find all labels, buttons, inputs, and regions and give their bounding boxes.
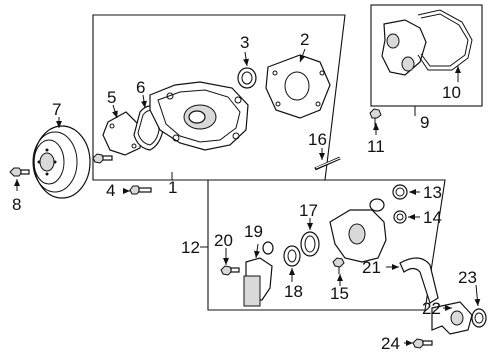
seal-23 [471,308,487,328]
callout-19: 19 [244,222,263,241]
seal-18 [283,245,301,267]
callout-6: 6 [136,78,145,97]
sensor-19 [243,241,274,307]
callout-numbers: 1 2 3 4 5 6 7 8 9 10 11 12 13 14 15 16 1… [12,30,477,353]
pulley-bolt [9,167,30,177]
callout-11: 11 [367,137,385,156]
callout-15: 15 [330,284,349,303]
bolt-plate [92,153,113,164]
cover-gasket [265,54,331,119]
callout-9: 9 [420,113,429,132]
callout-16: 16 [308,130,327,149]
callout-23: 23 [458,268,477,287]
housing-assembly-box [370,4,483,107]
pulley [32,125,91,199]
thermostat-housing [381,9,473,76]
callout-12: 12 [181,238,200,257]
callout-17: 17 [299,201,318,220]
water-outlet [431,301,473,335]
callout-14: 14 [423,208,442,227]
callout-20: 20 [214,231,233,250]
callout-8: 8 [12,195,21,214]
callout-22: 22 [422,299,441,318]
leader-lines [14,48,481,346]
callout-10: 10 [442,83,461,102]
callout-18: 18 [284,282,303,301]
callout-2: 2 [300,30,309,49]
ring-14 [393,210,407,224]
bolt-24 [412,338,433,349]
bolt-15 [332,257,345,274]
bolt-20 [220,265,240,276]
callout-24: 24 [381,334,400,353]
plate-gasket [102,111,143,156]
coolant-hose [399,257,439,304]
bolt-4 [129,185,152,195]
callout-7: 7 [52,100,61,119]
callout-4: 4 [106,181,115,200]
thermostat-assembly-box [207,179,446,311]
water-pump [149,81,249,151]
ring-13 [392,184,408,200]
thermostat [300,231,320,257]
thermostat-housing-lower [329,198,387,263]
callout-13: 13 [423,183,442,202]
stud-16 [314,156,341,171]
callout-5: 5 [107,88,116,107]
callout-3: 3 [240,33,249,52]
callout-1: 1 [168,178,177,197]
seal-ring [237,67,257,89]
callout-21: 21 [362,258,381,277]
